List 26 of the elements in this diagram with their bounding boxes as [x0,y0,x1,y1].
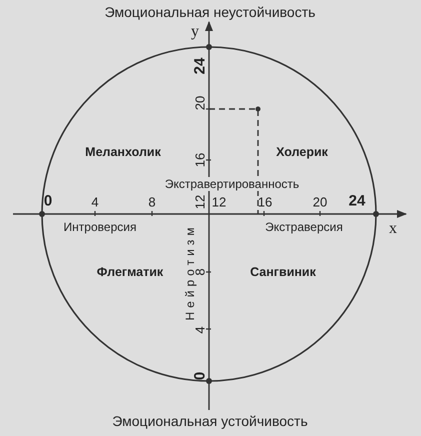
temperament-label: Меланхолик [85,146,161,158]
axis-title: Интроверсия [64,221,136,233]
pole-label: Эмоциональная устойчивость [112,414,308,428]
axis-title: Нейротизм [184,223,196,321]
axis-name: y [191,24,199,40]
tick-label: 0 [192,372,208,380]
tick-label: 8 [148,196,156,208]
tick-label: 12 [194,194,206,210]
tick-label: 24 [348,194,366,208]
tick-label: 16 [194,152,206,168]
tick-label: 16 [258,196,272,208]
axis-title: Экстраверсия [265,221,343,233]
axis-name: x [389,221,397,237]
tick-label: 4 [91,196,99,208]
tick-label: 4 [194,326,206,334]
tick-label: 0 [44,194,52,208]
tick-label: 8 [194,268,206,276]
tick-label: 12 [212,196,226,208]
tick-label: 20 [194,96,206,110]
tick-label: 20 [312,196,328,208]
axis-title: Экстравертированность [162,177,302,191]
temperament-label: Флегматик [96,266,164,278]
pole-label: Эмоциональная неустойчивость [104,5,316,19]
temperament-label: Холерик [276,146,328,158]
tick-label: 24 [192,58,208,74]
temperament-label: Сангвиник [250,266,316,278]
